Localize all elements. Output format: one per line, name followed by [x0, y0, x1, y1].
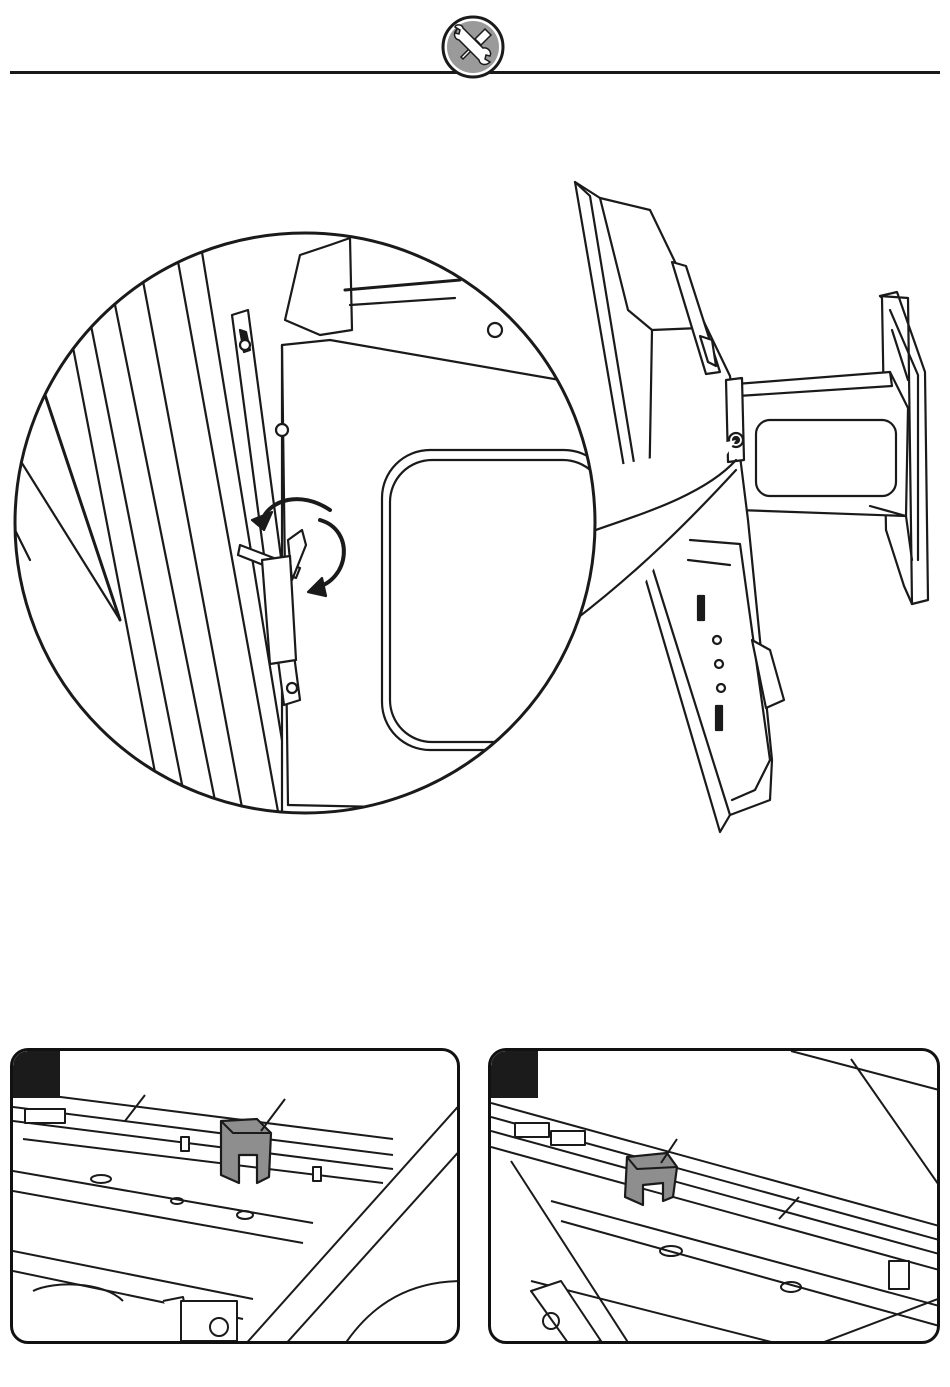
step-panel-1	[10, 1048, 460, 1344]
panel-frame	[10, 1048, 460, 1344]
cable-clip-illustration	[491, 1051, 940, 1344]
detail-magnifier	[0, 200, 620, 850]
tools-icon	[441, 15, 505, 79]
panel-frame	[488, 1048, 940, 1344]
tv-mount-illustration	[0, 170, 950, 850]
step-panel-2	[488, 1048, 940, 1344]
step-number-badge	[491, 1051, 538, 1098]
cable-clip-illustration	[13, 1051, 460, 1344]
step-number-badge	[13, 1051, 60, 1098]
